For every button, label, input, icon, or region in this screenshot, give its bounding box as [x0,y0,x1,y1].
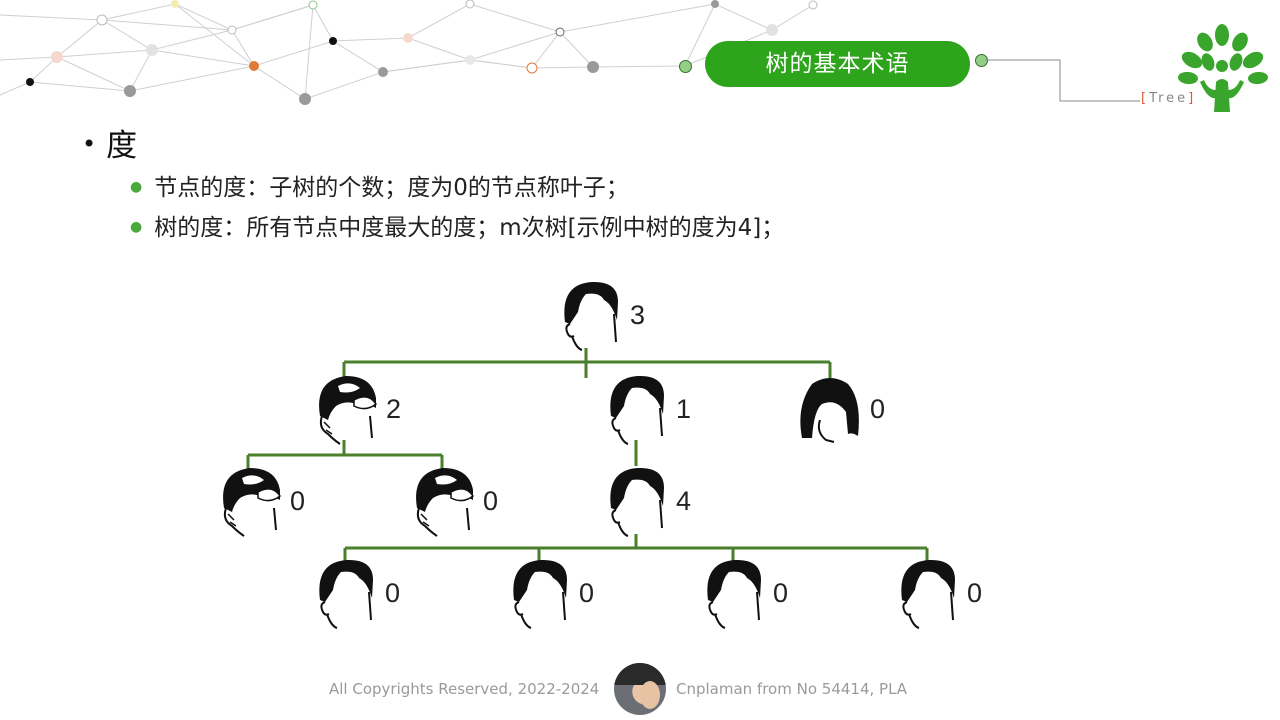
footer-author: Cnplaman from No 54414, PLA [676,680,908,698]
tree-node-d3: 0 [706,558,788,629]
person-head-icon [609,466,665,537]
node-degree-label: 1 [676,394,691,424]
tree-tag: [Tree] [1141,91,1197,106]
tree-node-a1: 0 [222,467,305,537]
tree-node-b: 1 [609,374,691,445]
person-head-icon [222,467,281,537]
person-head-icon [512,558,568,629]
node-degree-label: 0 [870,394,885,424]
person-head-icon [706,558,762,629]
person-head-icon [415,467,474,537]
node-degree-label: 0 [290,486,305,516]
author-avatar [614,663,666,715]
tree-edges [246,348,929,562]
node-degree-label: 0 [579,578,594,608]
tree-node-b1: 4 [609,466,691,537]
tree-node-d1: 0 [318,558,400,629]
tree-node-a2: 0 [415,467,498,537]
node-degree-label: 0 [967,578,982,608]
title-connector-line [985,59,1140,102]
tree-logo-icon [1178,24,1268,112]
tree-node-d4: 0 [900,558,982,629]
node-degree-label: 0 [385,578,400,608]
node-degree-label: 2 [386,394,401,424]
node-degree-label: 4 [676,486,691,516]
person-head-icon [318,558,374,629]
person-head-icon [609,374,665,445]
footer-copyright: All Copyrights Reserved, 2022-2024 [329,680,600,698]
tree-node-d2: 0 [512,558,594,629]
title-left-dot [679,60,692,73]
network-decoration [0,0,818,105]
sub-bullet-node-degree: ●节点的度：子树的个数；度为0的节点称叶子； [130,175,629,201]
tree-node-c: 0 [799,377,885,443]
person-head-icon [900,558,956,629]
person-head-icon [799,377,860,443]
page-title: 树的基本术语 [705,41,970,87]
node-degree-label: 3 [630,300,645,330]
node-degree-label: 0 [483,486,498,516]
tree-node-a: 2 [318,375,401,445]
bullet-degree: •度 [82,128,138,164]
tree-node-root: 3 [563,280,645,351]
node-degree-label: 0 [773,578,788,608]
person-head-icon [318,375,377,445]
sub-bullet-tree-degree: ●树的度：所有节点中度最大的度；m次树[示例中树的度为4]； [130,215,785,241]
person-head-icon [563,280,619,351]
